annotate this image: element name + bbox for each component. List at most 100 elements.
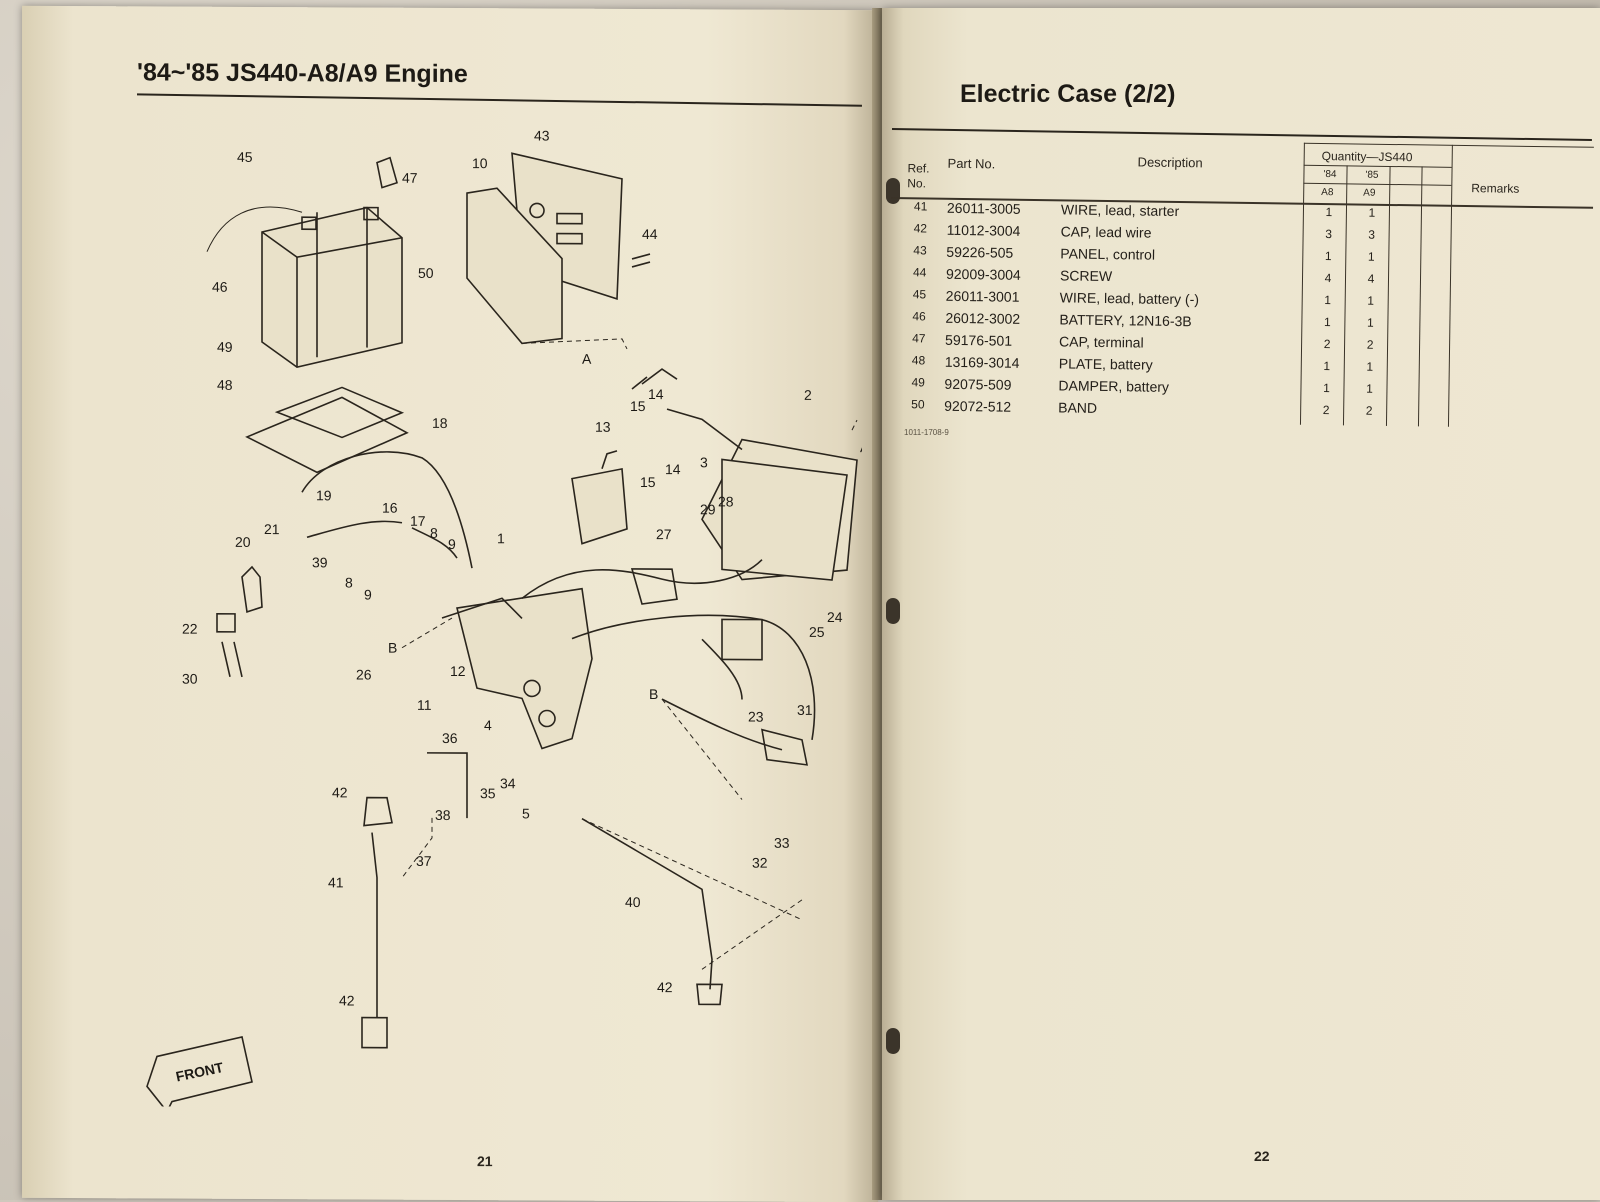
qty-a9: 1: [1366, 359, 1374, 374]
assembly-guides: [401, 419, 858, 970]
col-header-ref: Ref. No.: [907, 161, 930, 191]
callout-label: 36: [442, 730, 458, 746]
callout-label: 41: [328, 874, 344, 890]
qty-a9: 2: [1366, 337, 1374, 352]
ignition-coil: [571, 450, 678, 605]
description: CAP, lead wire: [1060, 223, 1152, 241]
high-tension-leads: [216, 451, 473, 678]
part-no: 92009-3004: [945, 265, 1021, 283]
front-arrow-icon: FRONT: [146, 1035, 253, 1113]
front-label: FRONT: [174, 1059, 225, 1085]
description: DAMPER, battery: [1058, 377, 1170, 395]
left-page-header: '84~'85 JS440-A8/A9 Engine: [137, 58, 468, 89]
callout-label: 15: [630, 398, 646, 414]
qty-a8: 1: [1325, 205, 1333, 220]
right-page-header: Electric Case (2/2): [960, 80, 1176, 108]
right-page: Electric Case (2/2) Ref. No. Part No. De…: [882, 8, 1600, 1200]
callout-label: B: [649, 686, 658, 702]
part-no: 92075-509: [944, 375, 1012, 393]
description: CAP, terminal: [1058, 333, 1144, 351]
callout-label: 47: [402, 170, 418, 186]
callout-label: 1: [497, 530, 505, 546]
table-rule: [1303, 142, 1594, 148]
col-header-84: '84: [1323, 169, 1337, 181]
col-header-a9: A9: [1363, 187, 1376, 199]
callout-label: 22: [182, 621, 198, 637]
electric-case: [631, 368, 858, 581]
col-header-remarks: Remarks: [1471, 181, 1520, 196]
callout-label: 50: [418, 265, 434, 281]
right-page-number: 22: [1254, 1148, 1270, 1164]
col-header-quantity: Quantity—JS440: [1321, 149, 1413, 165]
callout-label: B: [388, 640, 397, 656]
callout-label: 24: [827, 609, 843, 625]
callout-label: 33: [774, 835, 790, 851]
qty-a8: 2: [1323, 337, 1331, 352]
table-rule: [1303, 182, 1452, 186]
callout-label: 20: [235, 534, 251, 550]
ref-no: 50: [911, 397, 925, 412]
part-no: 26011-3005: [946, 199, 1021, 217]
ref-no: 41: [913, 199, 928, 214]
callout-label: 42: [332, 784, 348, 800]
callout-label: 40: [625, 894, 641, 910]
qty-a9: 1: [1368, 205, 1376, 220]
callout-label: 27: [656, 526, 672, 542]
starter-cable: [361, 752, 723, 1049]
callout-label: 48: [217, 377, 233, 393]
callout-label: 3: [700, 454, 708, 470]
ref-no: 48: [911, 353, 926, 368]
ref-no: 47: [912, 331, 926, 346]
description: SCREW: [1059, 267, 1113, 285]
callout-label: 21: [264, 521, 280, 537]
callout-label: 28: [718, 493, 734, 509]
part-no: 59176-501: [945, 331, 1013, 349]
part-no: 26011-3001: [945, 287, 1020, 305]
binder-hole: [886, 598, 900, 624]
qty-a8: 1: [1323, 381, 1330, 396]
callout-label: 31: [797, 702, 813, 718]
parts-manual-book: '84~'85 JS440-A8/A9 Engine: [22, 5, 1600, 1202]
ref-no: 49: [911, 375, 925, 390]
callout-label: 8: [345, 574, 353, 590]
description: BAND: [1058, 399, 1098, 416]
callout-label: 43: [534, 127, 550, 143]
qty-a8: 4: [1324, 271, 1332, 286]
callout-label: 9: [448, 536, 456, 552]
description: PLATE, battery: [1058, 355, 1153, 373]
callout-label: 8: [430, 525, 438, 541]
callout-label: 23: [748, 709, 764, 725]
qty-a9: 1: [1367, 293, 1375, 308]
battery-assembly: [206, 156, 409, 474]
callout-numbers: 45 47 43 10 44 46 50 49 48 A 18 13 15 14…: [182, 127, 870, 1008]
callout-label: 38: [435, 807, 451, 823]
engine-bracket: [441, 587, 593, 750]
callout-label: 10: [472, 155, 488, 171]
part-no: 26012-3002: [945, 309, 1021, 327]
callout-label: 29: [700, 501, 716, 517]
qty-a9: 1: [1366, 315, 1374, 330]
qty-a9: 1: [1367, 249, 1375, 264]
ref-no: 46: [912, 309, 926, 324]
callout-label: 37: [416, 853, 432, 869]
callout-label: 11: [417, 697, 432, 713]
callout-label: 42: [339, 992, 355, 1008]
callout-label: 35: [480, 785, 496, 801]
control-panel: [466, 152, 651, 350]
col-header-a8: A8: [1321, 186, 1334, 199]
figure-code: 1011-1708-9: [904, 428, 949, 437]
ref-no: 42: [913, 221, 928, 236]
callout-label: 34: [500, 775, 516, 791]
left-page-number: 21: [477, 1153, 493, 1170]
callout-label: 30: [182, 671, 198, 687]
callout-label: 2: [804, 387, 812, 403]
callout-label: 14: [648, 386, 664, 402]
callout-label: 46: [212, 279, 228, 295]
part-no: 59226-505: [946, 243, 1014, 261]
part-no: 92072-512: [944, 397, 1012, 415]
description: BATTERY, 12N16-3B: [1059, 311, 1192, 330]
part-no: 11012-3004: [946, 221, 1021, 239]
description: PANEL, control: [1060, 245, 1156, 263]
qty-a8: 1: [1324, 249, 1332, 264]
callout-label: 25: [809, 624, 825, 640]
